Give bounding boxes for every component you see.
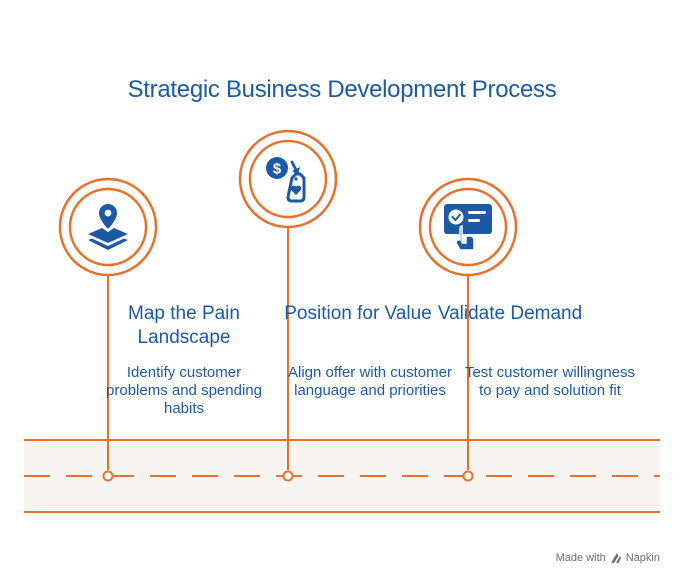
svg-text:$: $ [273,161,282,178]
money-to-price-tag-icon: $ [266,157,306,203]
page-title: Strategic Business Development Process [127,76,557,103]
step-3-title: Validate Demand [437,303,583,324]
watermark-brand: Napkin [625,552,660,564]
payment-card-check-icon [444,204,492,251]
step-2-title: Position for Value [284,303,432,324]
map-pin-layers-icon [88,204,128,250]
step-2-marker: $ [238,129,338,482]
napkin-watermark: Made with Napkin [556,552,660,564]
watermark-prefix: Made with [555,552,606,564]
napkin-logo-icon [610,553,621,563]
step-1-marker [58,177,158,482]
step-3-description: Test customer willingness to pay and sol… [464,364,636,399]
step-1-description: Identify customer problems and spending … [106,364,262,417]
step-1-title: Map the Pain Landscape [128,303,240,348]
step-3-marker [418,177,518,482]
step-2-description: Align offer with customer language and p… [288,364,452,399]
